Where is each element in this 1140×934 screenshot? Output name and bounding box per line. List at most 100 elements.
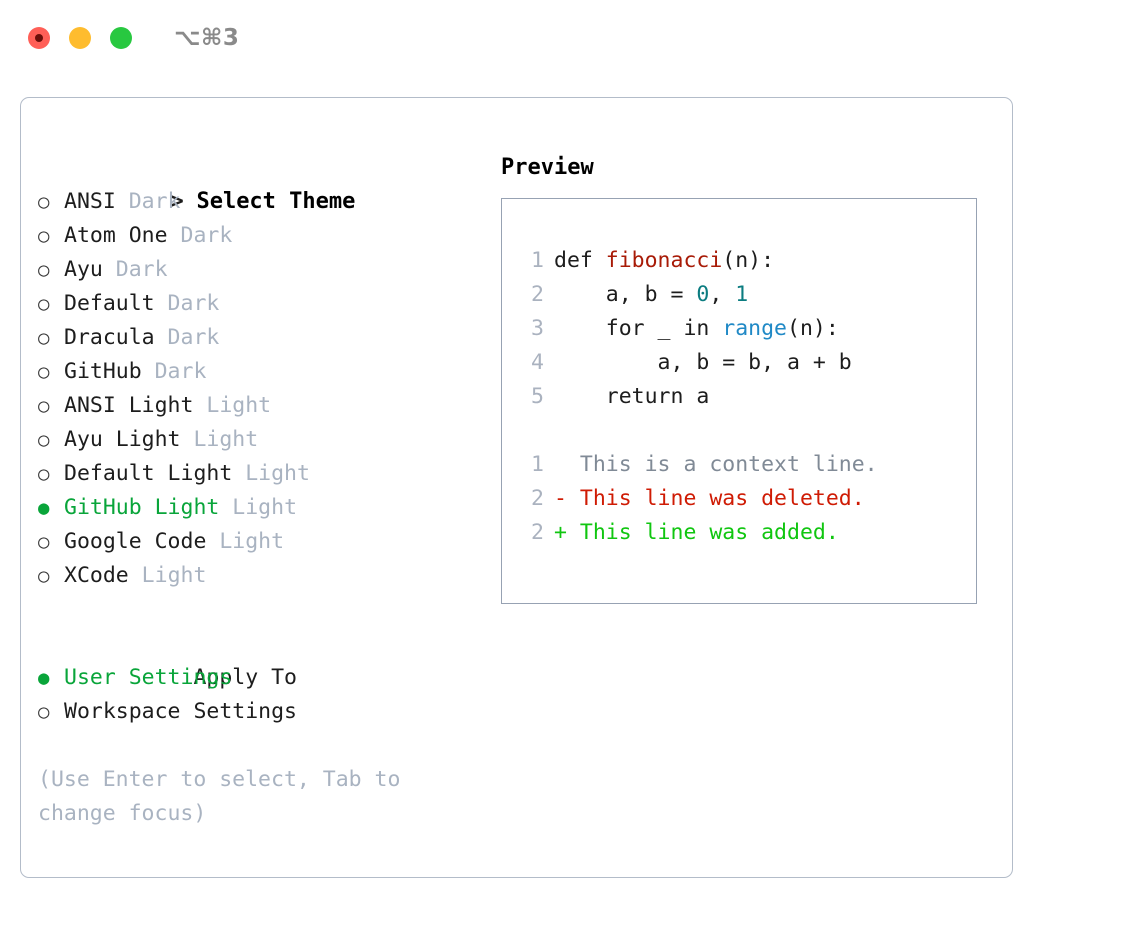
- theme-option-tag: Dark: [141, 359, 207, 384]
- theme-option-marker: ○: [38, 321, 64, 355]
- title-bar: ⌥⌘3: [0, 0, 1140, 76]
- keyboard-shortcut-label: ⌥⌘3: [174, 25, 240, 51]
- code-token: (n):: [787, 316, 839, 341]
- select-theme-header: >Select Theme: [38, 151, 498, 214]
- theme-option-name: Default: [64, 291, 155, 316]
- theme-option-dracula[interactable]: ○ Dracula Dark: [38, 321, 498, 355]
- close-button-icon[interactable]: [28, 27, 50, 49]
- theme-option-marker: ○: [38, 423, 64, 457]
- theme-option-tag: Dark: [115, 189, 181, 214]
- apply-to-option-marker: ○: [38, 695, 64, 729]
- theme-option-marker: ○: [38, 253, 64, 287]
- main-panel: >Select Theme ○ANSI Dark○Atom One Dark○A…: [20, 97, 1013, 878]
- line-number: 2: [531, 282, 544, 307]
- theme-option-name: ANSI Light: [64, 393, 194, 418]
- keyboard-hint: (Use Enter to select, Tab to change focu…: [38, 767, 401, 826]
- apply-to-header-label: Apply To: [193, 665, 298, 690]
- theme-option-github[interactable]: ○GitHub Dark: [38, 355, 498, 389]
- theme-option-name: GitHub Light: [64, 495, 220, 520]
- code-line: 3 for _ in range(n):: [520, 312, 976, 346]
- theme-option-github-light[interactable]: ● GitHub Light Light: [38, 491, 498, 525]
- diff-line: 1 This is a context line.: [520, 448, 976, 482]
- minimize-button-icon[interactable]: [69, 27, 91, 49]
- theme-option-name: Ayu: [64, 257, 103, 282]
- code-token: a, b =: [554, 282, 697, 307]
- code-token: range: [722, 316, 788, 341]
- theme-option-tag: Light: [193, 393, 272, 418]
- code-token: fibonacci: [605, 248, 723, 273]
- theme-option-xcode[interactable]: ○XCode Light: [38, 559, 498, 593]
- diff-text: This line was deleted.: [579, 486, 865, 511]
- section-spacer: [38, 593, 498, 627]
- theme-option-marker: ○: [38, 389, 64, 423]
- diff-marker: +: [554, 520, 580, 545]
- radio-selected-icon: ●: [38, 497, 50, 519]
- theme-option-name: GitHub: [64, 359, 142, 384]
- theme-option-ansi[interactable]: ○ ANSI Dark: [38, 185, 498, 219]
- code-token: (n):: [722, 248, 775, 273]
- radio-unselected-icon: ○: [38, 429, 50, 451]
- theme-option-marker: ○: [38, 219, 64, 253]
- radio-unselected-icon: ○: [38, 395, 50, 417]
- radio-unselected-icon: ○: [38, 259, 50, 281]
- radio-unselected-icon: ○: [38, 701, 50, 723]
- radio-unselected-icon: ○: [38, 327, 50, 349]
- theme-option-google-code[interactable]: ○Google Code Light: [38, 525, 498, 559]
- radio-selected-icon: ●: [38, 667, 50, 689]
- radio-unselected-icon: ○: [38, 565, 50, 587]
- maximize-button-icon[interactable]: [110, 27, 132, 49]
- code-line: 5 return a: [520, 380, 976, 414]
- traffic-light-group: [28, 27, 132, 49]
- theme-option-tag: Light: [128, 563, 207, 588]
- theme-option-name: Default Light: [64, 461, 233, 486]
- theme-option-name: Atom One: [64, 223, 168, 248]
- line-number: 2: [531, 486, 544, 511]
- code-token: 1: [735, 282, 749, 307]
- theme-option-tag: Dark: [167, 223, 233, 248]
- theme-option-marker: ○: [38, 525, 64, 559]
- apply-to-option-label: User Settings: [64, 665, 233, 690]
- apply-to-option-user-settings[interactable]: ● User Settings: [38, 661, 498, 695]
- line-number: 3: [531, 316, 544, 341]
- line-number: 5: [531, 384, 544, 409]
- radio-unselected-icon: ○: [38, 463, 50, 485]
- preview-title: Preview: [501, 155, 594, 180]
- theme-option-ayu[interactable]: ○ Ayu Dark: [38, 253, 498, 287]
- diff-sample: 1 This is a context line.2- This line wa…: [520, 448, 976, 550]
- apply-to-option-workspace-settings[interactable]: ○Workspace Settings: [38, 695, 498, 729]
- theme-option-ayu-light[interactable]: ○ Ayu Light Light: [38, 423, 498, 457]
- theme-option-name: Dracula: [64, 325, 155, 350]
- theme-option-name: Ayu Light: [64, 427, 181, 452]
- apply-to-option-marker: ●: [38, 661, 64, 695]
- theme-option-marker: ○: [38, 559, 64, 593]
- apply-to-header: Apply To: [38, 627, 498, 690]
- diff-line: 2- This line was deleted.: [520, 482, 976, 516]
- radio-unselected-icon: ○: [38, 191, 50, 213]
- theme-list: ○ANSI Dark○Atom One Dark○Ayu Dark○Defaul…: [38, 185, 498, 593]
- theme-option-default[interactable]: ○Default Dark: [38, 287, 498, 321]
- line-number: 1: [531, 248, 544, 273]
- theme-option-tag: Dark: [102, 257, 168, 282]
- radio-unselected-icon: ○: [38, 225, 50, 247]
- theme-option-tag: Dark: [154, 325, 220, 350]
- code-token: 0: [696, 282, 710, 307]
- theme-picker-column: >Select Theme ○ANSI Dark○Atom One Dark○A…: [38, 151, 498, 831]
- theme-option-tag: Light: [206, 529, 285, 554]
- theme-option-tag: Light: [180, 427, 259, 452]
- line-number: 1: [531, 452, 544, 477]
- theme-option-marker: ○: [38, 287, 64, 321]
- code-token: a, b = b, a + b: [554, 350, 852, 375]
- diff-line: 2+ This line was added.: [520, 516, 976, 550]
- theme-option-atom-one[interactable]: ○ Atom One Dark: [38, 219, 498, 253]
- theme-option-name: ANSI: [64, 189, 116, 214]
- theme-option-tag: Dark: [154, 291, 220, 316]
- prompt-caret-icon: >: [170, 189, 184, 214]
- diff-marker: [554, 452, 580, 477]
- theme-option-default-light[interactable]: ○Default Light Light: [38, 457, 498, 491]
- theme-option-ansi-light[interactable]: ○ ANSI Light Light: [38, 389, 498, 423]
- theme-option-tag: Light: [219, 495, 298, 520]
- diff-marker: -: [554, 486, 580, 511]
